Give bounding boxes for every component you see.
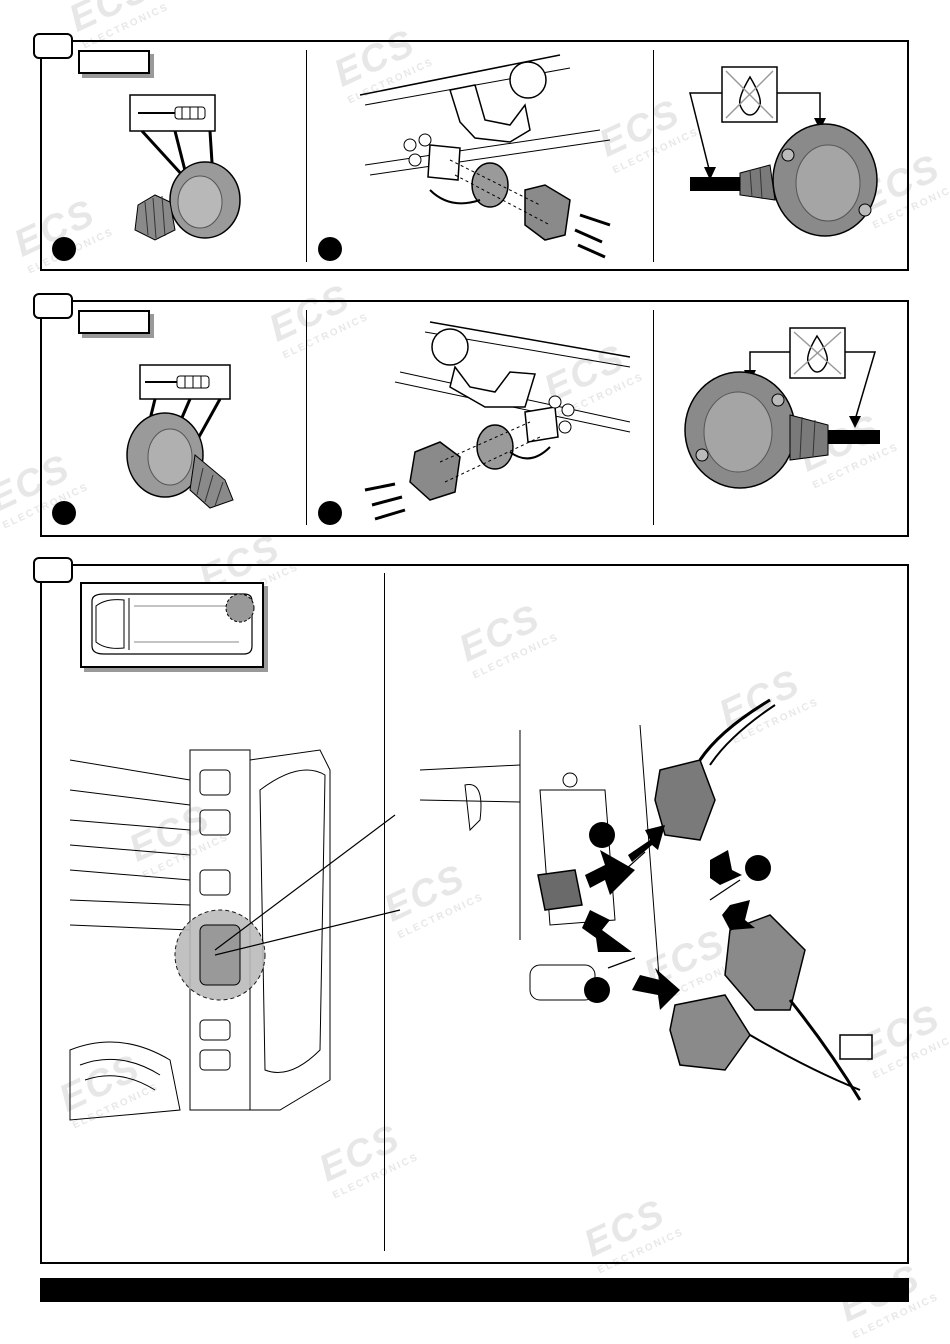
screwdriver-step [126, 364, 234, 509]
panel-1 [40, 40, 909, 271]
step-tab [33, 557, 73, 583]
step-number-dot [52, 237, 76, 261]
sealing-step [689, 66, 878, 237]
footer-bar [40, 1278, 909, 1302]
step-number-dot [52, 501, 76, 525]
zoom-callout [214, 814, 401, 956]
step-number-dot [318, 501, 342, 525]
panel-divider [306, 50, 307, 262]
label-box [78, 50, 150, 74]
step-tab [33, 33, 73, 59]
towbar-mount-icon [359, 54, 611, 259]
step-tab [33, 293, 73, 319]
socket-cover [524, 184, 571, 241]
towbar-mount-icon [364, 321, 631, 521]
panel-3 [40, 564, 909, 1264]
screwdriver-step [129, 94, 241, 241]
label-box [78, 310, 150, 334]
panel-divider [306, 310, 307, 525]
panel-2 [40, 300, 909, 537]
vehicle-top-view-icon [91, 593, 255, 655]
socket-icon [134, 161, 241, 241]
connector-arrows-icon [419, 698, 873, 1101]
sealing-step [684, 327, 880, 489]
panel-divider [653, 310, 654, 525]
rear-light-cluster-icon [69, 749, 331, 1121]
panel-divider [653, 50, 654, 262]
step-number-dot [318, 237, 342, 261]
panel-divider [384, 573, 385, 1251]
